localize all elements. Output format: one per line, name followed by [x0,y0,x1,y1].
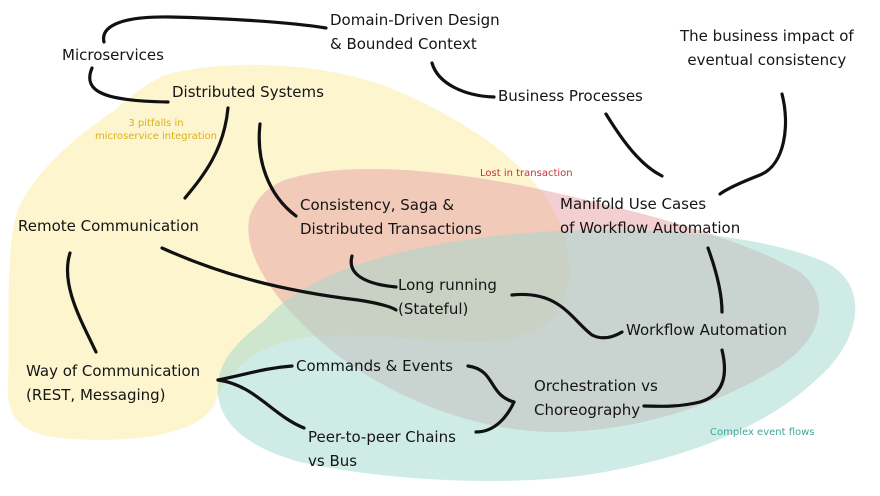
edge-ddd-to-business-processes [430,61,496,99]
node-business-impact: The business impact of eventual consisten… [680,24,854,72]
node-label-line: The business impact of [680,27,854,45]
node-label-line: vs Bus [308,452,358,470]
edge-business-impact-to-manifold [718,92,788,196]
region-label-line: 3 pitfalls in [128,118,184,129]
node-label-line: Workflow Automation [626,321,788,339]
node-p2p: Peer-to-peer Chains vs Bus [308,425,456,473]
edge-remote-communication-to-way-of-communication [65,251,98,354]
node-long-running: Long running (Stateful) [398,273,497,321]
pitfalls-region-label: 3 pitfalls in microservice integration [95,117,217,143]
node-label-line: Microservices [62,46,164,64]
node-label-line: Peer-to-peer Chains [308,428,456,446]
node-distributed-systems: Distributed Systems [172,80,324,104]
transaction-region-label: Lost in transaction [480,167,573,180]
events-region-label: Complex event flows [710,426,815,439]
node-label-line: Remote Communication [18,217,199,235]
node-label-line: Way of Communication [26,362,201,380]
edge-way-of-communication-to-commands-events [216,364,294,382]
node-label-line: Orchestration vs [534,377,658,395]
node-consistency: Consistency, Saga & Distributed Transacti… [300,193,482,241]
node-commands-events: Commands & Events [296,354,453,378]
events-region [217,229,856,482]
node-ddd: Domain-Driven Design & Bounded Context [330,8,500,56]
region-label-line: Complex event flows [710,427,815,438]
node-label-line: Manifold Use Cases [560,195,707,213]
node-manifold: Manifold Use Cases of Workflow Automation [560,192,740,240]
node-label-line: Long running [398,276,497,294]
node-label-line: Domain-Driven Design [330,11,500,29]
edge-commands-events-to-orchestration [466,364,516,404]
edge-manifold-to-workflow-automation [706,246,724,314]
node-label-line: of Workflow Automation [560,219,741,237]
node-microservices: Microservices [62,43,164,67]
node-label-line: (Stateful) [398,300,469,318]
node-label-line: Business Processes [498,87,643,105]
node-remote-communication: Remote Communication [18,214,199,238]
node-label-line: eventual consistency [687,51,847,69]
node-label-line: Distributed Transactions [300,220,482,238]
edge-consistency-to-long-running [349,254,398,289]
node-workflow-automation: Workflow Automation [626,318,787,342]
edge-microservices-to-ddd [102,15,328,44]
node-label-line: Commands & Events [296,357,453,375]
node-label-line: Consistency, Saga & [300,196,455,214]
node-label-line: Choreography [534,401,641,419]
node-label-line: & Bounded Context [330,35,477,53]
node-orchestration: Orchestration vs Choreography [534,374,658,422]
edge-long-running-to-workflow-automation [510,292,624,340]
edge-distributed-systems-to-remote-communication [183,106,230,200]
node-label-line: Distributed Systems [172,83,324,101]
edge-way-of-communication-to-p2p [216,378,306,430]
region-label-line: Lost in transaction [480,168,573,179]
edge-workflow-automation-to-orchestration [642,348,727,408]
edge-business-processes-to-manifold [604,112,664,178]
node-business-processes: Business Processes [498,84,643,108]
node-label-line: (REST, Messaging) [26,386,166,404]
edge-distributed-systems-to-consistency [257,122,298,218]
edge-p2p-to-orchestration [474,400,516,434]
node-way-of-communication: Way of Communication (REST, Messaging) [26,359,200,407]
edge-remote-communication-to-long-running [160,246,398,312]
edge-microservices-to-distributed-systems [88,66,170,104]
region-label-line: microservice integration [95,131,217,142]
